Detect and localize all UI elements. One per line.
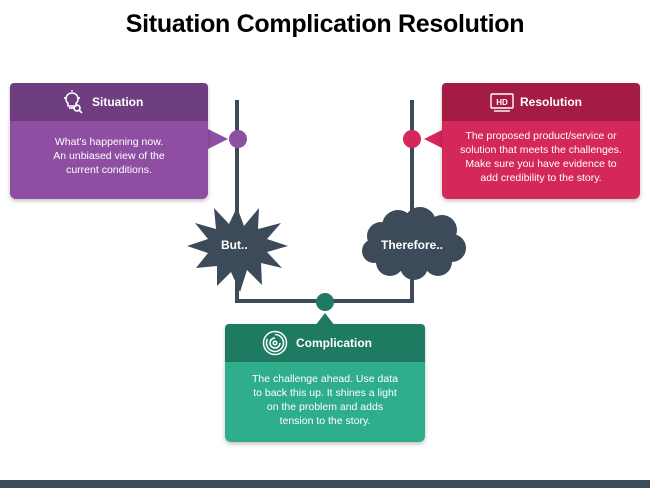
resolution-header: HD Resolution bbox=[442, 83, 640, 121]
therefore-label: Therefore.. bbox=[381, 238, 444, 252]
svg-text:HD: HD bbox=[496, 98, 508, 107]
resolution-line-3: Make sure you have evidence to bbox=[465, 158, 617, 170]
complication-line-4: tension to the story. bbox=[279, 415, 371, 427]
situation-heading: Situation bbox=[92, 95, 144, 109]
complication-line-1: The challenge ahead. Use data bbox=[252, 373, 398, 385]
footer-bar bbox=[0, 480, 650, 488]
therefore-cloud bbox=[362, 207, 466, 280]
resolution-card: HD Resolution The proposed product/servi… bbox=[442, 83, 640, 199]
but-starburst bbox=[187, 207, 288, 292]
complication-node bbox=[316, 293, 334, 311]
lightbulb-search-icon bbox=[62, 90, 84, 114]
complication-header: Complication bbox=[225, 324, 425, 362]
complication-pointer bbox=[315, 313, 335, 326]
situation-pointer bbox=[208, 129, 228, 149]
situation-line-3: current conditions. bbox=[66, 164, 152, 176]
complication-card: Complication The challenge ahead. Use da… bbox=[225, 324, 425, 442]
resolution-text: The proposed product/service or solution… bbox=[442, 121, 640, 199]
resolution-node bbox=[403, 130, 421, 148]
resolution-line-2: solution that meets the challenges. bbox=[460, 144, 622, 156]
situation-node bbox=[229, 130, 247, 148]
situation-line-2: An unbiased view of the bbox=[53, 150, 165, 162]
hd-screen-icon: HD bbox=[490, 92, 514, 112]
situation-card: Situation What's happening now. An unbia… bbox=[10, 83, 210, 199]
resolution-pointer bbox=[424, 129, 444, 149]
page-title: Situation Complication Resolution bbox=[125, 10, 525, 38]
resolution-line-1: The proposed product/service or bbox=[465, 130, 617, 142]
resolution-line-4: add credibility to the story. bbox=[480, 172, 602, 184]
complication-line-3: on the problem and adds bbox=[266, 401, 384, 413]
situation-text: What's happening now. An unbiased view o… bbox=[10, 121, 208, 199]
resolution-heading: Resolution bbox=[520, 95, 582, 109]
situation-line-1: What's happening now. bbox=[54, 136, 164, 148]
complication-line-2: to back this up. It shines a light bbox=[253, 387, 397, 399]
complication-heading: Complication bbox=[296, 336, 373, 350]
situation-header: Situation bbox=[10, 83, 208, 121]
complication-text: The challenge ahead. Use data to back th… bbox=[225, 362, 425, 442]
maze-icon bbox=[262, 330, 288, 356]
but-label: But.. bbox=[221, 238, 248, 252]
